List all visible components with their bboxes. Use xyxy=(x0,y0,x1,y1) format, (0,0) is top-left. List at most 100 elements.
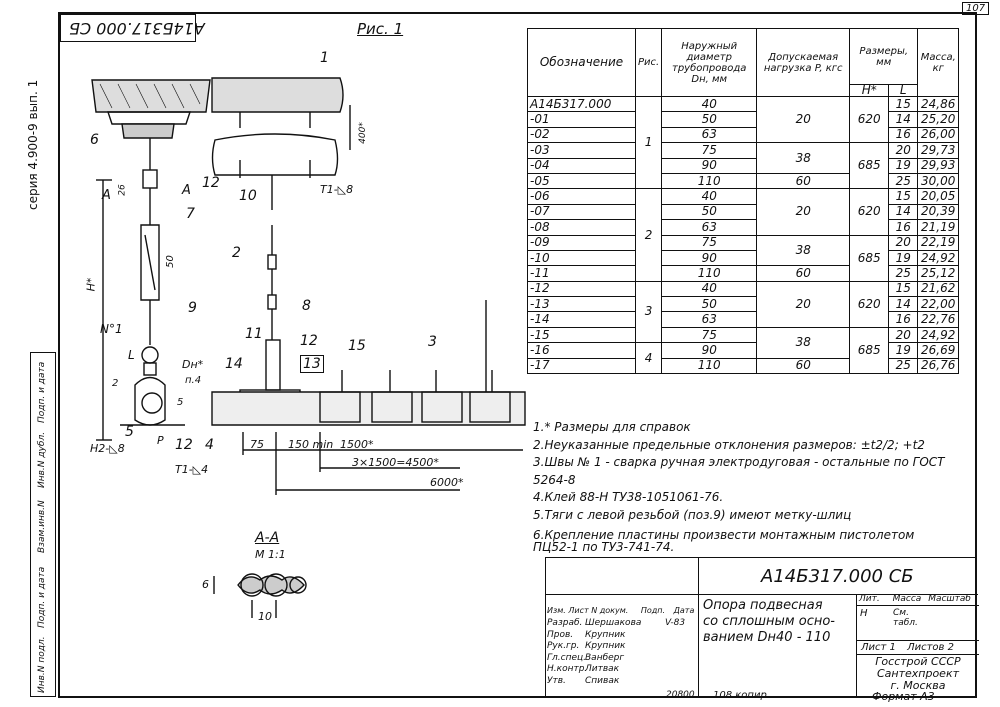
spec-mass: 30,00 xyxy=(917,172,960,190)
spec-mass: 20,05 xyxy=(917,188,960,205)
spec-designation: -15 xyxy=(527,326,636,344)
spec-mass: 26,69 xyxy=(917,342,960,359)
spec-fig: 2 xyxy=(634,188,663,282)
tb-lit-value: Н xyxy=(860,608,868,619)
tb-role-name: Крупник xyxy=(585,629,626,640)
spec-h: 685 xyxy=(849,234,890,282)
dim-dn: Dн* xyxy=(182,358,204,371)
notes-block: 1.* Размеры для справок 2.Неуказанные пр… xyxy=(533,419,953,553)
sect-dim-6: 6 xyxy=(202,578,209,591)
spec-mass: 24,86 xyxy=(917,95,960,113)
spec-mass: 24,92 xyxy=(917,326,960,344)
spec-designation: -04 xyxy=(527,157,636,174)
spec-l: 20 xyxy=(888,326,919,344)
callout-3: 3 xyxy=(428,334,437,350)
spec-designation: -13 xyxy=(527,296,636,313)
spec-mass: 21,62 xyxy=(917,280,960,298)
spec-l: 25 xyxy=(888,172,919,190)
spec-fig: 3 xyxy=(634,280,663,344)
spec-mass: 22,19 xyxy=(917,234,960,251)
spec-mass: 29,73 xyxy=(917,142,960,159)
spec-l: 19 xyxy=(888,249,919,267)
hdr-sizes: Размеры, мм xyxy=(849,28,919,85)
spec-load: 20 xyxy=(756,188,851,236)
callout-6: 6 xyxy=(90,132,99,148)
hdr-h: H* xyxy=(849,84,890,97)
spec-load: 60 xyxy=(756,265,851,282)
weld-t1-bottom: Т1-◺4 xyxy=(175,463,209,476)
callout-12-c: 12 xyxy=(175,437,193,453)
spec-dn: 50 xyxy=(661,203,758,221)
spec-designation: -16 xyxy=(527,342,636,359)
spec-designation: -08 xyxy=(527,219,636,236)
spec-mass: 21,19 xyxy=(917,219,960,236)
spec-dn: 90 xyxy=(661,157,758,174)
tb-doc-code: А14Б317.000 СБ xyxy=(761,566,914,587)
spec-dn: 40 xyxy=(661,280,758,298)
spec-load: 60 xyxy=(756,172,851,190)
dim-150: 150 min xyxy=(288,438,334,451)
spec-designation: -14 xyxy=(527,311,636,328)
spec-dn: 90 xyxy=(661,249,758,267)
dim-2: 2 xyxy=(112,378,119,389)
spec-l: 14 xyxy=(888,296,919,313)
callout-1: 1 xyxy=(320,50,329,66)
spec-h: 620 xyxy=(849,188,890,236)
tb-role-name: Шершакова xyxy=(585,618,642,628)
footer-num: 20800 xyxy=(666,690,695,700)
callout-13: 13 xyxy=(300,355,324,373)
tb-title-2: со сплошным осно- xyxy=(703,614,835,629)
hdr-designation: Обозначение xyxy=(527,28,636,97)
footer-copy: 108 копир. xyxy=(713,690,770,701)
spec-h: 685 xyxy=(849,142,890,190)
spec-l: 16 xyxy=(888,126,919,144)
spec-dn: 50 xyxy=(661,111,758,128)
spec-load: 38 xyxy=(756,234,851,267)
tb-title-3: ванием Dн40 - 110 xyxy=(703,630,831,645)
tb-mass-value: См. табл. xyxy=(893,608,918,628)
tb-title-1: Опора подвесная xyxy=(703,598,823,613)
spec-designation: -02 xyxy=(527,126,636,144)
spec-dn: 110 xyxy=(661,172,758,190)
callout-9: 9 xyxy=(188,300,197,316)
dim-1500: 1500* xyxy=(340,438,374,451)
spec-designation: -07 xyxy=(527,203,636,221)
tb-mass: Масса xyxy=(892,594,922,604)
tb-role: Н.контр. xyxy=(547,664,588,675)
note-4: 4.Клей 88-Н ТУ38-1051061-76. xyxy=(533,490,724,504)
spec-designation: -11 xyxy=(527,265,636,282)
tb-role-row: Рук.гр.Крупник xyxy=(547,641,685,653)
spec-load: 20 xyxy=(756,280,851,328)
weld-n2: Н2-◺8 xyxy=(90,442,125,455)
spec-h: 620 xyxy=(849,95,890,144)
tb-col-sign: Подп. xyxy=(640,606,666,615)
spec-l: 20 xyxy=(888,234,919,251)
callout-4: 4 xyxy=(205,437,214,453)
spec-dn: 63 xyxy=(661,311,758,328)
tb-org-3: г. Москва xyxy=(890,679,946,692)
spec-mass: 29,93 xyxy=(917,157,960,174)
callout-7: 7 xyxy=(186,206,195,222)
spec-mass: 25,12 xyxy=(917,265,960,282)
tb-role-name: Крупник xyxy=(585,641,626,652)
tb-role-name: Спивак xyxy=(585,675,620,686)
tb-role: Разраб. xyxy=(547,618,583,628)
spec-dn: 110 xyxy=(661,265,758,282)
spec-mass: 26,00 xyxy=(917,126,960,144)
tb-role: Гл.спец. xyxy=(547,652,586,663)
weld-n1: N°1 xyxy=(100,322,123,336)
spec-designation: А14Б317.000 xyxy=(527,95,636,113)
tb-sheet: Лист 1 xyxy=(861,642,896,653)
spec-l: 16 xyxy=(888,311,919,328)
dim-26: 26 xyxy=(117,184,128,196)
